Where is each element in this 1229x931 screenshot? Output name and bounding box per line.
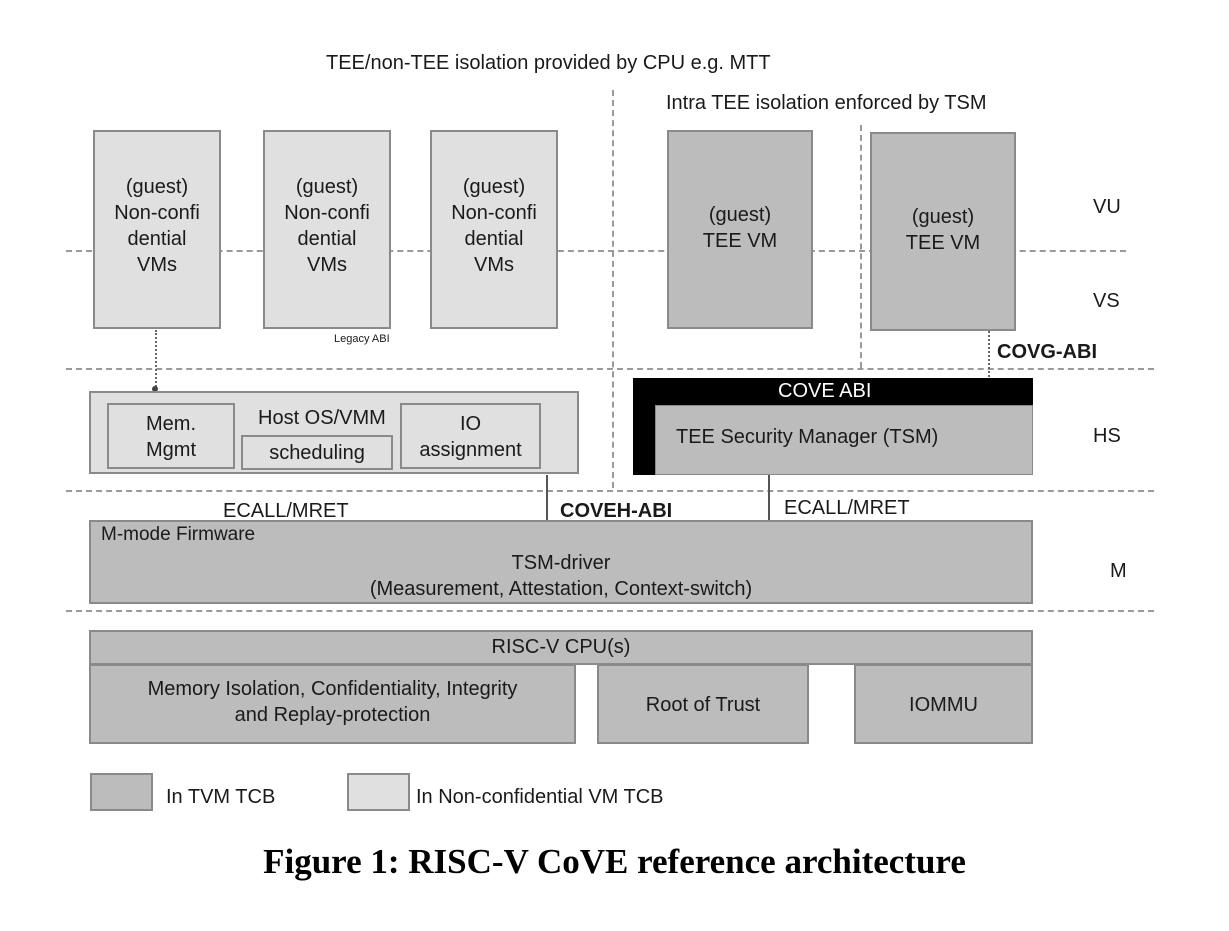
io-line: assignment [419,439,522,461]
tsm-box: TEE Security Manager (TSM) [655,405,1033,475]
legacy-abi-label: Legacy ABI [334,333,390,345]
iommu-box: IOMMU [854,664,1033,744]
vm-line: (guest) [911,206,975,228]
mem-line: Mgmt [146,439,196,461]
vm-line: dential [464,228,524,250]
vm-line: (guest) [125,176,189,198]
vm-line: VMs [474,254,514,276]
root-of-trust-label: Root of Trust [645,694,761,716]
m-mode-firmware: M-mode Firmware TSM-driver (Measurement,… [89,520,1033,604]
covg-abi-connector [988,331,990,377]
intra-tee-boundary [860,125,862,368]
tsm-ecall-connector [768,475,770,537]
legend-label-tvm: In TVM TCB [166,786,276,808]
vm-line: Non-confi [451,202,537,224]
vm-line: (guest) [295,176,359,198]
iommu-label: IOMMU [909,694,978,716]
top-title: TEE/non-TEE isolation provided by CPU e.… [326,52,771,74]
tee-nontee-boundary [612,90,614,488]
cove-abi-label: COVE ABI [778,380,872,402]
cpu-title: RISC-V CPU(s) [491,636,631,658]
vm-line: dential [297,228,357,250]
ecall-mret-right: ECALL/MRET [784,497,910,519]
firmware-title: M-mode Firmware [101,524,256,545]
vs-hs-separator [66,368,1154,370]
vm-line: (guest) [708,204,772,226]
guest-nonconf-vm-2: (guest) Non-confi dential VMs [263,130,391,329]
vm-line: Non-confi [284,202,370,224]
covg-abi-label: COVG-ABI [997,341,1097,363]
vm-line: Non-confi [114,202,200,224]
level-vs: VS [1093,290,1120,312]
legend-swatch-tvm [90,773,153,811]
tsm-driver-desc: (Measurement, Attestation, Context-switc… [369,578,753,600]
scheduling-box: scheduling [241,435,393,470]
host-os-title: Host OS/VMM [258,407,386,429]
vm-line: VMs [137,254,177,276]
ecall-mret-left: ECALL/MRET [223,500,349,522]
vm-line: (guest) [462,176,526,198]
mem-mgmt-box: Mem. Mgmt [107,403,235,469]
hs-m-separator [66,490,1154,492]
vm-line: TEE VM [702,230,778,252]
level-vu: VU [1093,196,1121,218]
legacy-abi-connector [155,330,157,390]
level-hs: HS [1093,425,1121,447]
cove-abi-band: TEE Security Manager (TSM) COVE ABI [633,378,1033,475]
vm-line: dential [127,228,187,250]
host-os-vmm: Mem. Mgmt Host OS/VMM scheduling IO assi… [89,391,579,474]
tsm-driver-label: TSM-driver [511,552,611,574]
memory-line: Memory Isolation, Confidentiality, Integ… [147,678,518,700]
arrow-head-icon [152,386,158,392]
memory-line: and Replay-protection [234,704,431,726]
intra-tee-title: Intra TEE isolation enforced by TSM [666,92,987,114]
guest-tee-vm-1: (guest) TEE VM [667,130,813,329]
coveh-abi-label: COVEH-ABI [560,500,673,522]
guest-tee-vm-2: (guest) TEE VM [870,132,1016,331]
riscv-cpu: RISC-V CPU(s) [89,630,1033,665]
guest-nonconf-vm-3: (guest) Non-confi dential VMs [430,130,558,329]
io-assignment-box: IO assignment [400,403,541,469]
m-cpu-separator [66,610,1154,612]
scheduling-label: scheduling [269,442,365,464]
figure-caption: Figure 1: RISC-V CoVE reference architec… [263,842,966,881]
vm-line: VMs [307,254,347,276]
legend-swatch-nonconf [347,773,410,811]
vm-line: TEE VM [905,232,981,254]
mem-line: Mem. [146,413,196,435]
root-of-trust-box: Root of Trust [597,664,809,744]
vu-vs-separator [66,250,1126,252]
coveh-abi-connector [546,475,548,537]
guest-nonconf-vm-1: (guest) Non-confi dential VMs [93,130,221,329]
io-line: IO [459,413,482,435]
tsm-label: TEE Security Manager (TSM) [676,426,939,448]
legend-label-nonconf: In Non-confidential VM TCB [416,786,664,808]
memory-isolation-box: Memory Isolation, Confidentiality, Integ… [89,664,576,744]
level-m: M [1110,560,1127,582]
